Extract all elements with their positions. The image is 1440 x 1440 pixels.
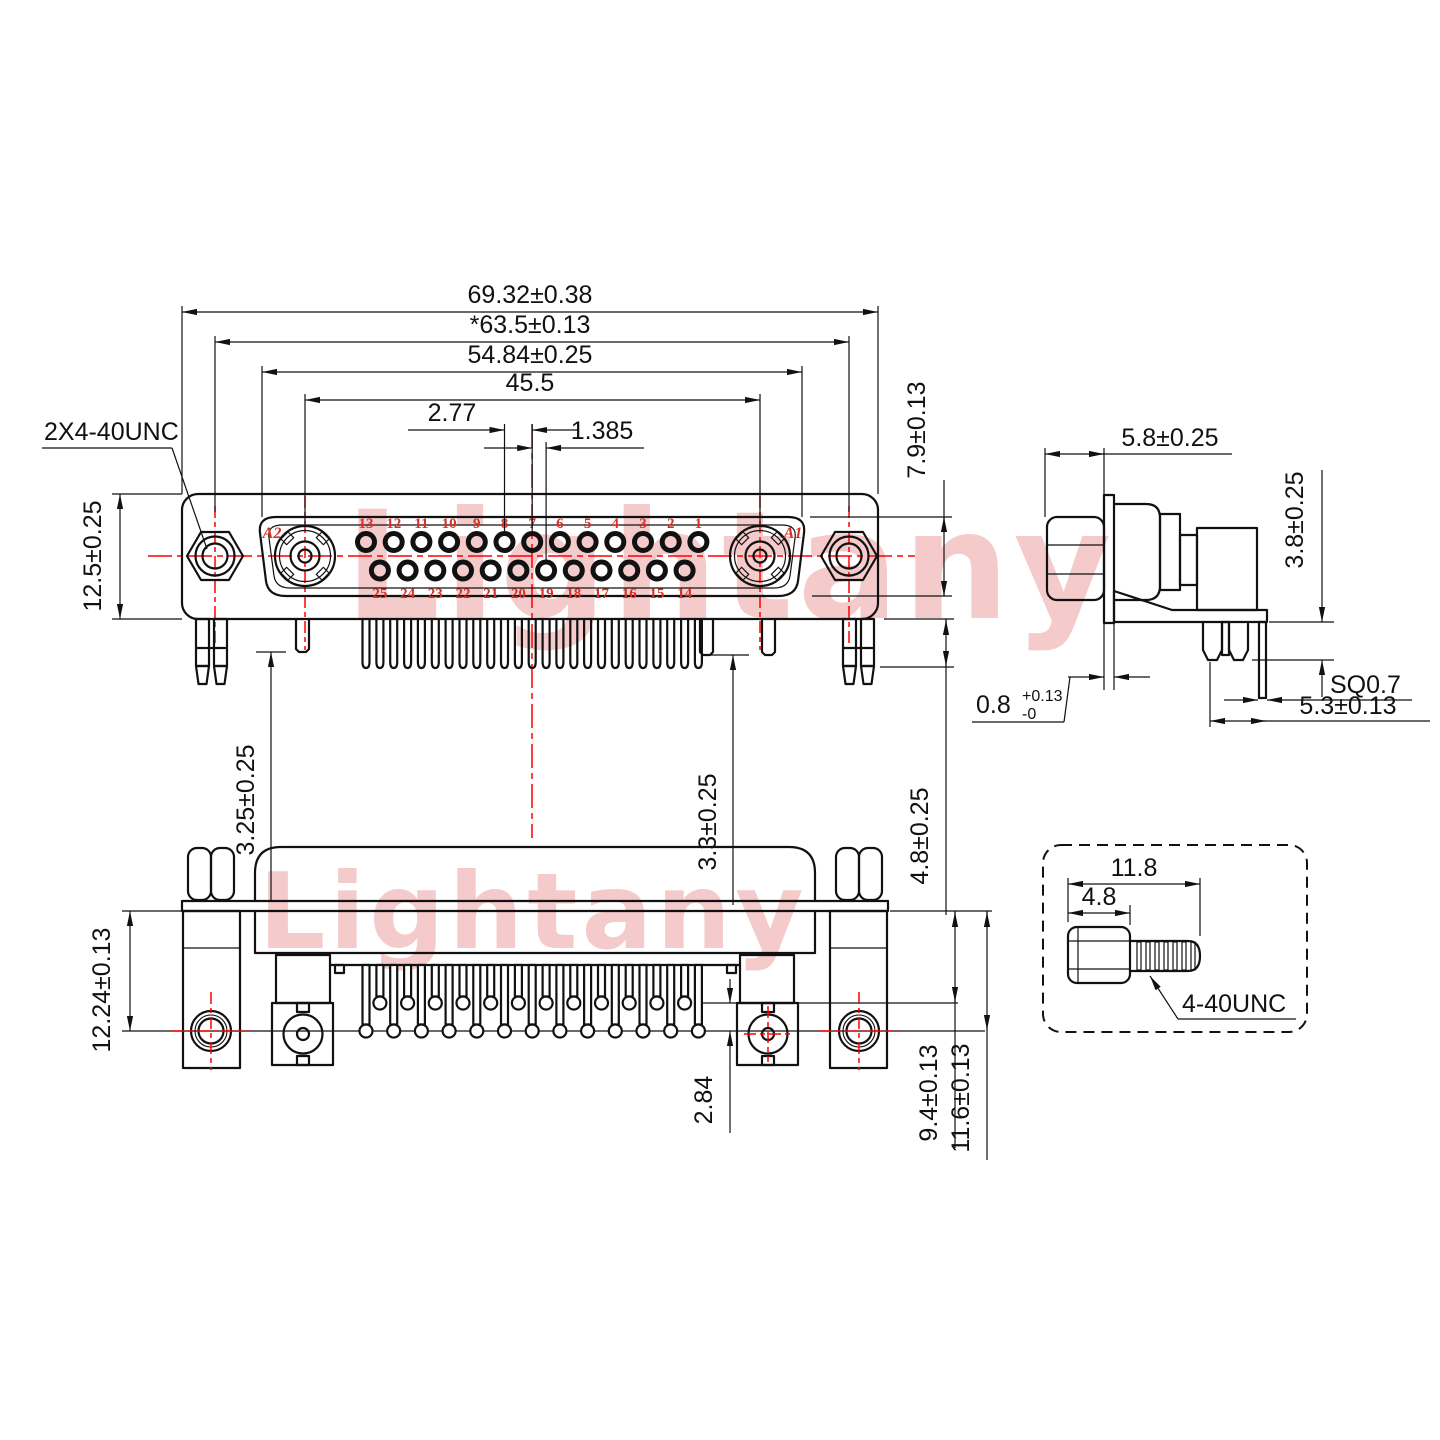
- svg-text:3: 3: [639, 516, 647, 532]
- screw-detail: 11.8 4.8 4-40UNC: [1042, 844, 1308, 1033]
- coax-contact-a1: [728, 524, 792, 588]
- bottom-red-crosshairs: [172, 992, 898, 1070]
- dim-width-coax-span: 45.5: [506, 369, 555, 397]
- svg-text:5.3±0.13: 5.3±0.13: [1299, 692, 1396, 720]
- front-dim-right-leg: 3.3±0.25: [694, 654, 749, 905]
- svg-text:9: 9: [473, 516, 481, 532]
- svg-text:12.24±0.13: 12.24±0.13: [88, 928, 116, 1053]
- side-dim-pin-setback: 5.3±0.13: [1209, 662, 1430, 727]
- pin-holes-bottom-row: [368, 559, 696, 582]
- detail-dim-head-length: 4.8: [1068, 883, 1131, 925]
- dim-half-pitch: 1.385: [571, 417, 634, 445]
- svg-text:24: 24: [400, 586, 416, 602]
- svg-text:25: 25: [372, 586, 387, 602]
- coax-label-a2: A2: [262, 525, 282, 542]
- jackscrew-right: [819, 530, 879, 582]
- svg-text:11: 11: [414, 516, 428, 532]
- bottom-dim-row2-depth: 11.6±0.13: [947, 911, 991, 1160]
- svg-text:4.8: 4.8: [1082, 883, 1117, 911]
- side-dim-screw-protrusion: 5.8±0.25: [1044, 424, 1232, 517]
- svg-text:3.8±0.25: 3.8±0.25: [1281, 471, 1309, 568]
- dim-pin-pitch: 2.77: [428, 399, 477, 427]
- front-feet-and-pins: [194, 617, 876, 686]
- bottom-coax-left: [270, 953, 335, 1067]
- front-dim-body-height: 12.5±0.25: [79, 493, 182, 620]
- svg-text:3.3±0.25: 3.3±0.25: [694, 773, 722, 870]
- side-dim-bracket-drop: 3.8±0.25: [1252, 470, 1334, 697]
- svg-text:+0.13: +0.13: [1022, 688, 1063, 705]
- detail-dim-total-length: 11.8: [1067, 854, 1201, 936]
- svg-text:5: 5: [584, 516, 592, 532]
- pin-labels-bottom: 25 24 23 22 21 20 19 18 17 16 15 14: [372, 586, 692, 602]
- svg-text:18: 18: [566, 586, 581, 602]
- svg-text:2.84: 2.84: [690, 1076, 718, 1125]
- svg-text:15: 15: [649, 586, 664, 602]
- detail-border: [1042, 844, 1308, 1033]
- side-bracket: [1112, 589, 1269, 624]
- bottom-shell-bottom: [253, 909, 817, 955]
- bottom-dim-bracket-length: 12.24±0.13: [88, 910, 183, 1053]
- svg-text:20: 20: [511, 586, 526, 602]
- svg-text:9.4±0.13: 9.4±0.13: [915, 1044, 943, 1141]
- bottom-shell-top: [253, 845, 817, 903]
- thread-label: 2X4-40UNC: [44, 418, 179, 446]
- detail-screw: [1066, 925, 1202, 985]
- svg-text:4-40UNC: 4-40UNC: [1182, 990, 1286, 1018]
- bottom-jackscrew-right: [834, 846, 884, 902]
- svg-text:3.25±0.25: 3.25±0.25: [232, 744, 260, 855]
- svg-text:7.9±0.13: 7.9±0.13: [903, 381, 931, 478]
- svg-text:2: 2: [667, 516, 675, 532]
- side-dim-flange-thickness: 0.8 +0.13 -0: [972, 623, 1150, 723]
- d-face: [258, 515, 806, 598]
- svg-text:4: 4: [612, 516, 620, 532]
- connector-body-outline: [180, 492, 880, 621]
- front-view: A2 A1 13 12 11 10 9 8 7 6 5 4: [42, 281, 954, 915]
- bottom-jackscrew-left: [186, 846, 236, 902]
- dim-width-outer: 69.32±0.38: [468, 281, 593, 309]
- svg-text:11.8: 11.8: [1111, 854, 1158, 882]
- dim-width-face: 54.84±0.25: [468, 341, 593, 369]
- side-flange: [1102, 493, 1116, 625]
- side-feet-and-pin: [1201, 620, 1268, 700]
- front-dim-foot-height: 4.8±0.25: [880, 618, 954, 915]
- svg-text:13: 13: [359, 516, 374, 532]
- svg-text:21: 21: [483, 586, 498, 602]
- svg-text:12.5±0.25: 12.5±0.25: [79, 500, 107, 611]
- svg-text:-0: -0: [1022, 706, 1036, 723]
- front-dimensions-top: 69.32±0.38 *63.5±0.13 54.84±0.25 45.5 2.…: [181, 281, 879, 562]
- svg-text:SQ0.7: SQ0.7: [1330, 671, 1401, 699]
- svg-text:10: 10: [442, 516, 457, 532]
- front-dim-left-leg: 3.25±0.25: [232, 651, 286, 900]
- svg-text:6: 6: [556, 516, 564, 532]
- svg-text:4.8±0.25: 4.8±0.25: [906, 787, 934, 884]
- bottom-dim-row1-depth: 9.4±0.13: [890, 910, 992, 1148]
- svg-text:1: 1: [695, 516, 703, 532]
- front-thread-callout: 2X4-40UNC: [42, 418, 208, 550]
- dim-width-jackscrews: *63.5±0.13: [470, 311, 591, 339]
- side-body: [1112, 502, 1259, 612]
- svg-text:0.8: 0.8: [976, 691, 1011, 719]
- pin-holes-top-row: [355, 531, 710, 553]
- side-dim-pin-square: SQ0.7: [1224, 671, 1412, 704]
- svg-text:11.6±0.13: 11.6±0.13: [947, 1043, 975, 1152]
- side-view: 5.8±0.25 3.8±0.25 0.8 +0.13 -0: [972, 424, 1430, 727]
- detail-thread-callout: 4-40UNC: [1149, 975, 1296, 1020]
- bottom-view: 12.24±0.13 2.84 9.4±0.13 11.6±0.13: [88, 845, 992, 1160]
- svg-text:16: 16: [622, 586, 638, 602]
- svg-text:23: 23: [428, 586, 443, 602]
- bottom-dim-row-offset: 2.84: [690, 979, 734, 1133]
- svg-text:22: 22: [456, 586, 471, 602]
- front-dim-face-height: 7.9±0.13: [810, 381, 952, 597]
- coax-contact-a2: [273, 524, 337, 588]
- svg-text:12: 12: [386, 516, 401, 532]
- bottom-flange: [180, 899, 890, 913]
- coax-label-a1: A1: [783, 525, 803, 542]
- svg-text:17: 17: [594, 586, 610, 602]
- svg-text:19: 19: [539, 586, 554, 602]
- svg-text:5.8±0.25: 5.8±0.25: [1121, 424, 1218, 452]
- svg-text:14: 14: [677, 586, 693, 602]
- bottom-pins: [358, 963, 707, 1039]
